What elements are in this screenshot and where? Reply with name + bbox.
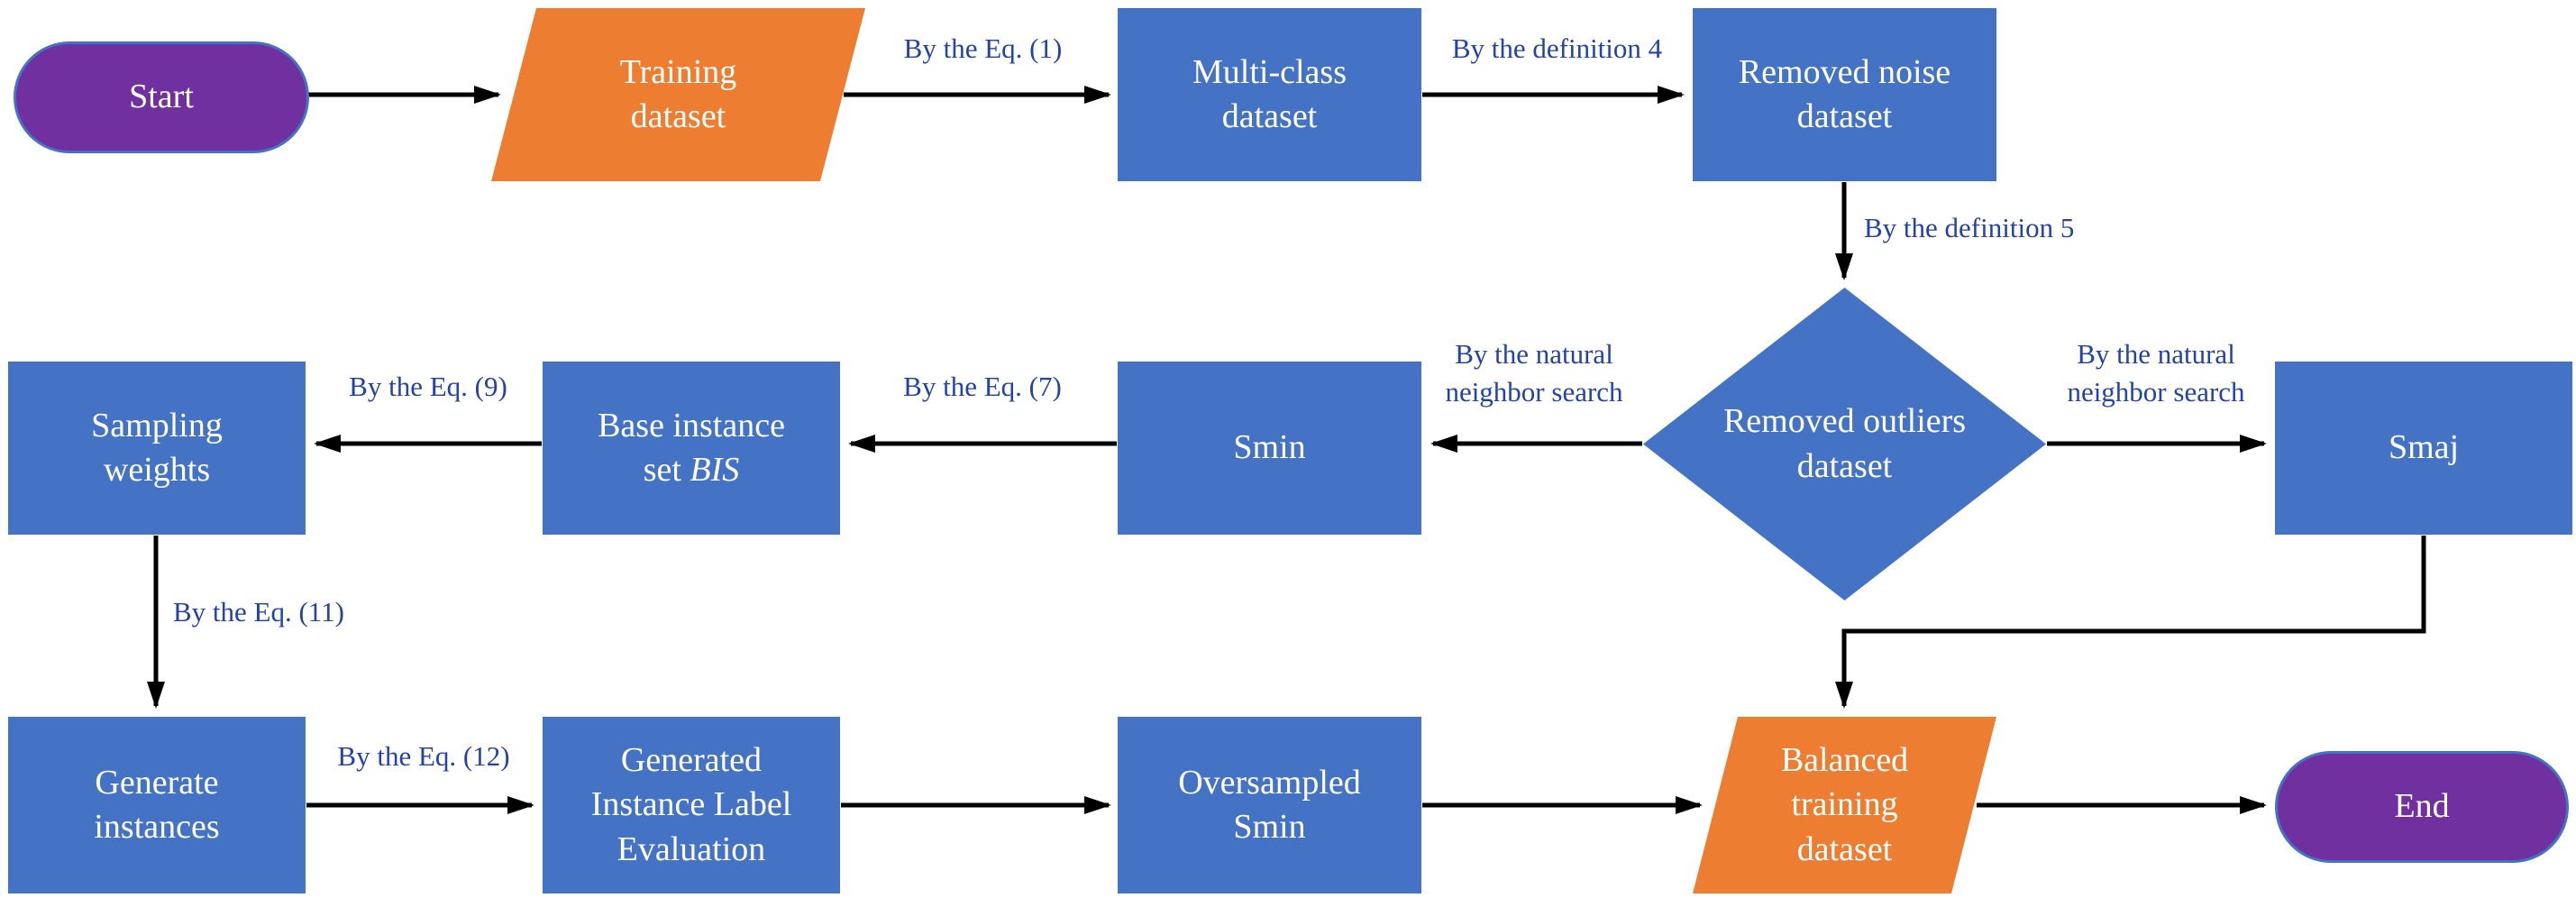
multiclass-dataset-node: Multi-class dataset xyxy=(1118,8,1421,181)
edge-label-eq9: By the Eq. (9) xyxy=(349,371,507,402)
oversampled-smin-label: Oversampled Smin xyxy=(1178,763,1361,846)
smin-label: Smin xyxy=(1233,428,1306,467)
edge-label-definition4: By the definition 4 xyxy=(1451,32,1663,64)
balanced-training-dataset-node: Balanced training dataset xyxy=(1693,717,1996,893)
base-instance-set-italic: BIS xyxy=(690,451,740,489)
training-dataset-node: Training dataset xyxy=(491,8,865,181)
edge-label-definition5: By the definition 5 xyxy=(1864,212,2075,243)
edge-smaj-balanced xyxy=(1835,536,2426,709)
smaj-label: Smaj xyxy=(2388,428,2460,467)
generate-instances-node: Generate instances xyxy=(8,717,306,893)
base-instance-set-text: Base instance set xyxy=(598,406,785,489)
removed-noise-dataset-label: Removed noise dataset xyxy=(1738,52,1951,135)
edge-label-eq1: By the Eq. (1) xyxy=(903,32,1063,64)
smaj-node: Smaj xyxy=(2275,362,2572,535)
edge-label-eq7: By the Eq. (7) xyxy=(903,371,1062,402)
removed-noise-dataset-node: Removed noise dataset xyxy=(1693,8,1996,181)
multiclass-dataset-label: Multi-class dataset xyxy=(1192,52,1347,135)
start-node: Start xyxy=(14,41,309,153)
start-label: Start xyxy=(129,78,194,116)
edge-label-eq12: By the Eq. (12) xyxy=(337,740,510,772)
edge-label-natural-neighbor-right: By the natural neighbor search xyxy=(2067,338,2245,408)
generated-instance-label-evaluation-label: Generated Instance Label Evaluation xyxy=(590,740,792,868)
sampling-weights-label: Sampling weights xyxy=(91,406,223,489)
balanced-training-dataset-label: Balanced training dataset xyxy=(1780,740,1909,868)
removed-outliers-dataset-node: Removed outliers dataset xyxy=(1643,288,2046,600)
base-instance-set-label: Base instance set BIS xyxy=(598,404,785,493)
smin-node: Smin xyxy=(1118,362,1421,535)
sampling-weights-node: Sampling weights xyxy=(8,362,306,535)
generate-instances-label: Generate instances xyxy=(94,763,220,846)
removed-outliers-dataset-label: Removed outliers dataset xyxy=(1722,402,1967,485)
oversampled-smin-node: Oversampled Smin xyxy=(1118,717,1421,893)
end-label: End xyxy=(2394,787,2450,826)
generated-instance-label-evaluation-node: Generated Instance Label Evaluation xyxy=(543,717,840,893)
end-node: End xyxy=(2275,751,2569,863)
base-instance-set-node: Base instance set BIS xyxy=(543,362,840,535)
edge-label-eq11: By the Eq. (11) xyxy=(173,596,344,628)
edge-label-natural-neighbor-left: By the natural neighbor search xyxy=(1445,338,1623,408)
training-dataset-label: Training dataset xyxy=(619,52,737,135)
